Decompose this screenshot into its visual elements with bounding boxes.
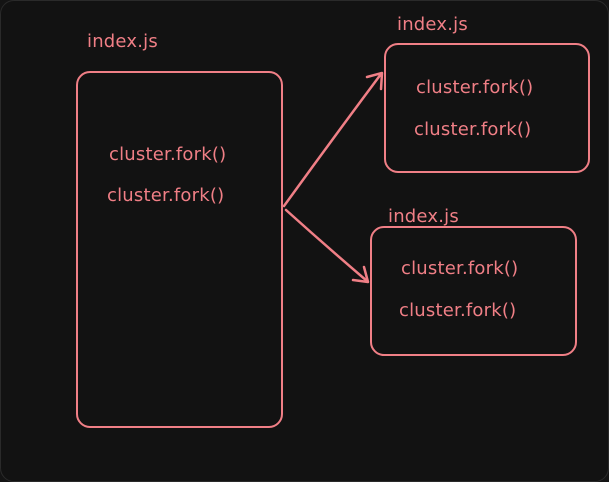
main-file-line-1: cluster.fork() <box>109 144 227 165</box>
main-file-line-2: cluster.fork() <box>107 185 225 206</box>
child-1-line-1: cluster.fork() <box>416 77 534 98</box>
child-1-box <box>384 43 590 173</box>
child-1-line-2: cluster.fork() <box>414 119 532 140</box>
arrow-to-child-1 <box>282 72 383 208</box>
child-1-title: index.js <box>397 14 468 35</box>
arrowhead-child-2 <box>351 265 370 284</box>
main-file-title: index.js <box>87 31 158 52</box>
main-file-box <box>76 71 283 428</box>
child-2-line-1: cluster.fork() <box>401 258 519 279</box>
child-2-title: index.js <box>388 206 459 227</box>
child-2-line-2: cluster.fork() <box>399 300 517 321</box>
arrowhead-child-1 <box>365 71 384 91</box>
arrow-to-child-2 <box>284 208 369 283</box>
child-2-box <box>370 226 577 356</box>
